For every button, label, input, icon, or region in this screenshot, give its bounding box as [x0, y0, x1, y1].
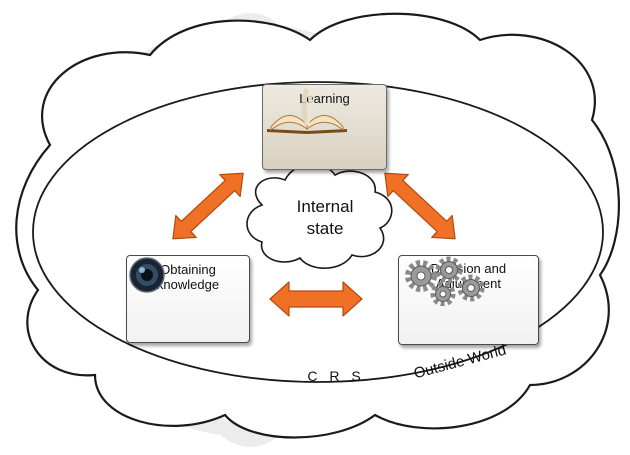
arrow-learning-decision [384, 172, 456, 240]
learning-box: Learning [262, 84, 387, 170]
crs-ellipse [32, 81, 604, 383]
decision-adjustment-box: Decision and Adjustment [398, 255, 539, 345]
arrow-obtaining-decision [269, 281, 363, 317]
arrow-learning-obtaining [172, 172, 244, 240]
obtaining-knowledge-label: Obtaining knowledge [156, 262, 220, 292]
crs-label: C R S [307, 368, 365, 384]
camera-lens-icon [129, 257, 165, 293]
gears-icon [405, 256, 485, 306]
open-book-icon [267, 88, 347, 134]
obtaining-knowledge-box: Obtaining knowledge [126, 255, 250, 343]
internal-state-label: Internal state [296, 197, 354, 238]
arrows [172, 172, 456, 317]
